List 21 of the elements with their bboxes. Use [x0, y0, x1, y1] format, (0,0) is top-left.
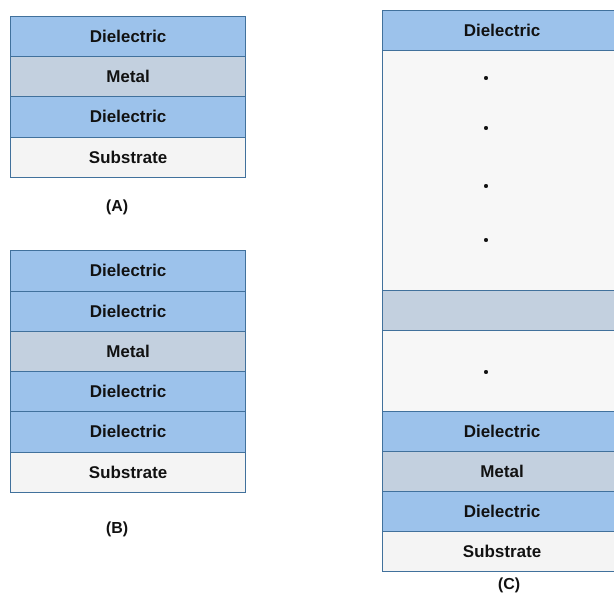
substrate-layer: Substrate — [10, 452, 246, 493]
metal-layer: Metal — [10, 331, 246, 372]
panel-label: (C) — [498, 576, 520, 594]
layer-box — [382, 50, 614, 291]
dielectric-layer: Dielectric — [10, 250, 246, 292]
panel-label: (B) — [106, 520, 128, 538]
panel-label: (A) — [106, 198, 128, 216]
dielectric-layer: Dielectric — [10, 411, 246, 453]
dielectric-layer: Dielectric — [10, 96, 246, 138]
metal-layer: Metal — [382, 451, 614, 492]
dielectric-layer: Dielectric — [382, 10, 614, 51]
dielectric-layer: Dielectric — [10, 16, 246, 57]
substrate-layer: Substrate — [10, 137, 246, 178]
dielectric-layer: Dielectric — [10, 291, 246, 332]
metal-layer — [382, 290, 614, 331]
dielectric-layer: Dielectric — [10, 371, 246, 412]
layer-box — [382, 330, 614, 412]
metal-layer: Metal — [10, 56, 246, 97]
dielectric-layer: Dielectric — [382, 491, 614, 532]
dielectric-layer: Dielectric — [382, 411, 614, 452]
substrate-layer: Substrate — [382, 531, 614, 572]
